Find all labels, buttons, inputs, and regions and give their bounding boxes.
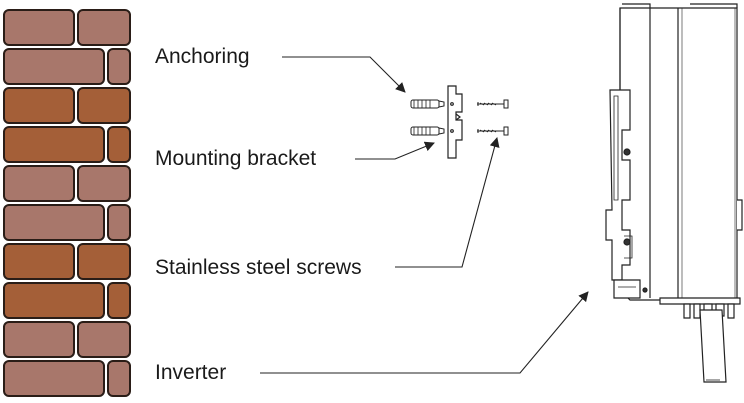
brick [77,87,131,124]
screw [477,99,509,109]
brick-wall [3,9,131,397]
wall-plug [410,99,445,109]
brick [3,165,75,202]
brick [3,243,75,280]
anchoring-leader [282,56,406,93]
brick [107,204,131,241]
mounting-bracket-label: Mounting bracket [155,147,317,170]
mounting-bracket [447,85,463,159]
brick [107,360,131,397]
wall-plug [410,126,445,136]
bracket-leader [355,141,435,160]
leader-lines [260,56,589,374]
screw [477,126,509,136]
anchoring-label: Anchoring [155,45,250,68]
brick [107,282,131,319]
brick [77,165,131,202]
brick [3,87,75,124]
inverter [605,3,743,383]
brick [3,360,105,397]
brick [77,243,131,280]
brick [107,126,131,163]
brick [3,321,75,358]
brick [3,48,105,85]
brick [3,126,105,163]
screws-label: Stainless steel screws [155,256,362,279]
brick [77,321,131,358]
brick [77,9,131,46]
inverter-leader [260,291,589,374]
screws-leader [395,137,500,268]
brick [107,48,131,85]
brick [3,282,105,319]
brick [3,9,75,46]
brick [3,204,105,241]
inverter-label: Inverter [155,361,227,384]
